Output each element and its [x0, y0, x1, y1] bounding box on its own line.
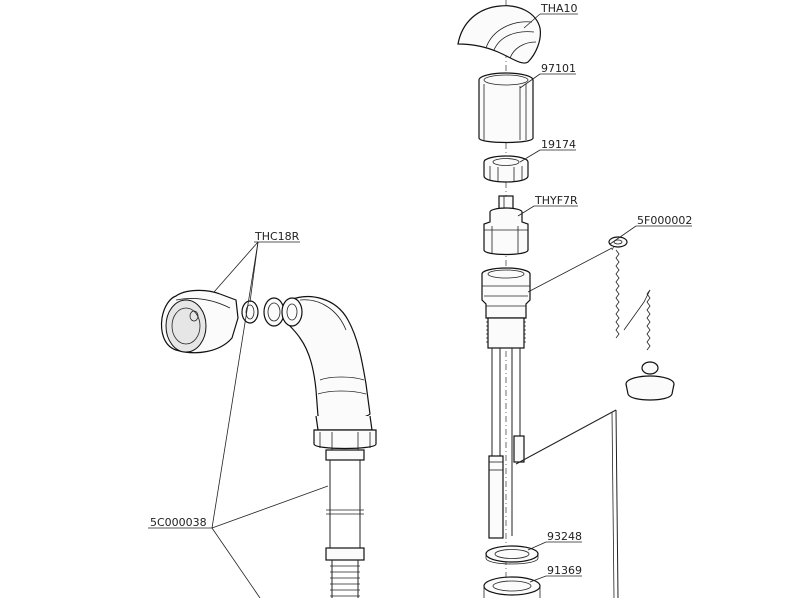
chain-and-plug-part [608, 236, 675, 401]
lock-ring-part [483, 576, 541, 598]
cartridge-part [483, 195, 529, 256]
label-thc18r: THC18R [254, 230, 300, 243]
spout-connector-part [263, 297, 285, 327]
leader-lines [148, 13, 692, 598]
handle-lever-part [457, 5, 541, 64]
washer-part [485, 545, 539, 565]
label-91369: 91369 [547, 564, 582, 577]
label-19174: 19174 [541, 138, 576, 151]
label-97101: 97101 [541, 62, 576, 75]
label-5f000002: 5F000002 [637, 214, 692, 227]
label-thyf7r: THYF7R [534, 194, 578, 207]
label-5c000038: 5C000038 [150, 516, 207, 529]
cover-sleeve-part [478, 72, 534, 144]
o-ring-part [241, 300, 259, 324]
pop-up-rod-part [515, 409, 619, 598]
label-93248: 93248 [547, 530, 582, 543]
curved-spout-part [281, 296, 377, 598]
faucet-body-part [481, 267, 531, 539]
aerator-head-part [160, 289, 239, 354]
nut-part [483, 155, 529, 183]
label-tha10: THA10 [540, 2, 578, 15]
